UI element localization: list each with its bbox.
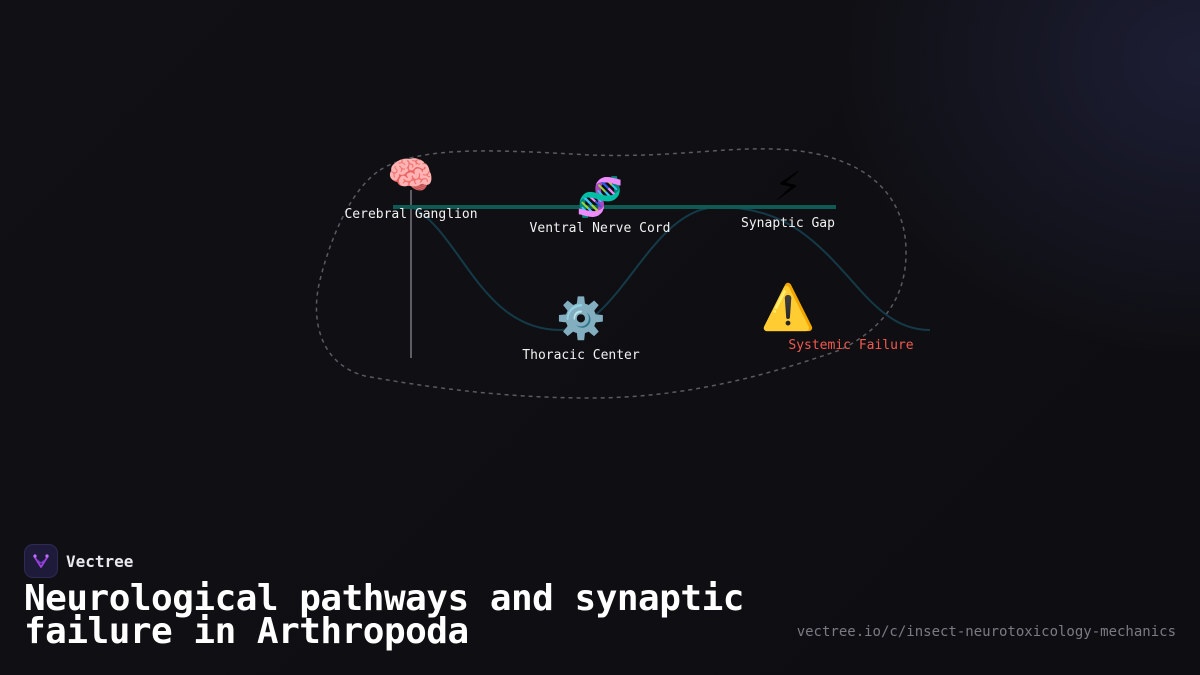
node-label-thoracic-center: Thoracic Center: [522, 348, 640, 363]
node-label-ventral-nerve-cord: Ventral Nerve Cord: [530, 221, 671, 236]
brain-icon: 🧠: [387, 153, 434, 197]
brand: Vectree: [24, 544, 133, 578]
vectree-logo-icon: [24, 544, 58, 578]
brand-name: Vectree: [66, 551, 134, 571]
node-label-systemic-failure: Systemic Failure: [788, 338, 913, 353]
node-ventral-nerve-cord: 🧬 Ventral Nerve Cord: [530, 174, 671, 236]
signal-wave: [410, 205, 931, 332]
page-title: Neurological pathways and synaptic failu…: [24, 578, 744, 652]
warning-icon: ⚠️: [761, 282, 816, 333]
vectree-logo-mark: [33, 554, 49, 568]
node-label-cerebral-ganglion: Cerebral Ganglion: [344, 207, 477, 222]
dna-icon: 🧬: [576, 174, 623, 220]
node-cerebral-ganglion: 🧠 Cerebral Ganglion: [344, 153, 477, 222]
node-systemic-failure: ⚠️ Systemic Failure: [761, 282, 914, 353]
node-synaptic-gap: ⚡ Synaptic Gap: [741, 164, 835, 231]
gear-icon: ⚙️: [556, 295, 606, 342]
node-label-synaptic-gap: Synaptic Gap: [741, 216, 835, 231]
node-thoracic-center: ⚙️ Thoracic Center: [522, 295, 640, 363]
source-url[interactable]: vectree.io/c/insect-neurotoxicology-mech…: [796, 624, 1176, 640]
lightning-icon: ⚡: [774, 164, 802, 210]
